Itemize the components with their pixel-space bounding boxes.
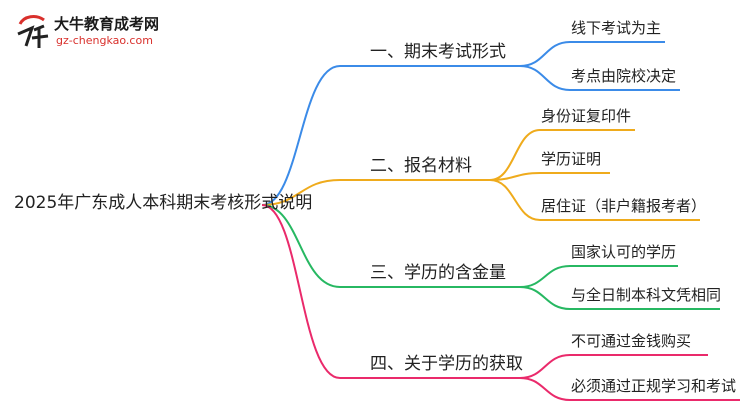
- link-root-branch-3: [261, 204, 520, 288]
- link-branch-2-child-2: [489, 172, 610, 181]
- branch-2-child-2: 学历证明: [541, 150, 602, 168]
- link-branch-2-child-3: [489, 179, 700, 221]
- link-branch-4-child-1: [519, 354, 708, 379]
- branch-4-label: 四、关于学历的获取: [370, 354, 523, 374]
- branch-2-label: 二、报名材料: [370, 156, 472, 176]
- branch-3-child-2: 与全日制本科文凭相同: [571, 286, 722, 304]
- link-branch-3-child-2: [519, 286, 720, 310]
- link-branch-4-child-2: [519, 377, 740, 401]
- branch-3-label: 三、学历的含金量: [370, 263, 506, 283]
- link-branch-1-child-2: [519, 65, 680, 91]
- link-root-branch-1: [261, 65, 520, 206]
- logo-mark-icon: [17, 15, 49, 48]
- branch-4-child-2: 必须通过正规学习和考试: [571, 377, 737, 395]
- branch-2-child-3: 居住证（非户籍报考者）: [541, 197, 707, 215]
- link-root-branch-4: [261, 204, 520, 379]
- link-branch-1-child-1: [519, 41, 665, 67]
- logo-title: 大牛教育成考网: [54, 15, 160, 33]
- logo-url: gz-chengkao.com: [56, 34, 153, 47]
- branch-4-child-1: 不可通过金钱购买: [571, 332, 692, 350]
- site-logo: 大牛教育成考网 gz-chengkao.com: [14, 10, 234, 56]
- link-root-branch-2: [261, 179, 490, 206]
- branch-1-child-1: 线下考试为主: [571, 19, 662, 37]
- link-branch-2-child-1: [489, 129, 635, 181]
- branch-2-child-1: 身份证复印件: [541, 107, 632, 125]
- mindmap-root: 2025年广东成人本科期末考核形式说明: [14, 193, 313, 213]
- branch-3-child-1: 国家认可的学历: [571, 243, 677, 261]
- branch-1-label: 一、期末考试形式: [370, 42, 506, 62]
- branch-1-child-2: 考点由院校决定: [571, 67, 677, 85]
- link-branch-3-child-1: [519, 265, 678, 288]
